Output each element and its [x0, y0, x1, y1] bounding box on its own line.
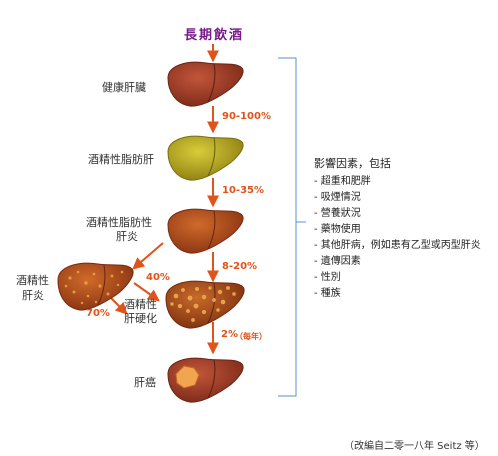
- label-fatty: 酒精性脂肪肝: [88, 153, 154, 166]
- arrow-fh-to-hepatitis: [132, 242, 164, 270]
- factor-item: - 其他肝病，例如患有乙型或丙型肝炎: [314, 240, 481, 251]
- pct-fatty-to-fh: 10-35%: [222, 185, 265, 196]
- pct-cirrhosis-to-cancer: 2%: [221, 329, 238, 340]
- factor-item: - 營養狀況: [314, 208, 361, 219]
- pct-healthy-to-fatty: 90-100%: [222, 111, 271, 122]
- cirrhosis-liver: [165, 280, 245, 329]
- cancer-liver: [167, 357, 244, 403]
- label-hepatitis-1: 酒精性: [16, 274, 49, 287]
- factors-bracket: [278, 57, 297, 397]
- label-hepatitis-2: 肝炎: [22, 289, 44, 302]
- label-cirrhosis-1: 酒精性: [124, 298, 157, 311]
- diagram-title: 長期飲酒: [184, 28, 245, 43]
- healthy-liver: [167, 61, 244, 107]
- tumor-spot: [175, 365, 200, 389]
- factor-item: - 遺傳因素: [314, 256, 361, 267]
- label-cirrhosis-2: 肝硬化: [124, 312, 157, 325]
- pct-cirrhosis-to-cancer-note: （每年）: [235, 332, 267, 341]
- label-cancer: 肝癌: [134, 376, 156, 389]
- factor-item: - 性別: [314, 272, 341, 283]
- arrow-hepatitis-to-cirrhosis-2: [133, 282, 160, 302]
- hepatitis-liver: [57, 262, 134, 311]
- pct-fh-to-cirrhosis: 8-20%: [222, 261, 258, 272]
- factor-item: - 種族: [314, 288, 341, 299]
- label-healthy: 健康肝臟: [102, 81, 146, 94]
- factors-title: 影響因素，包括: [314, 157, 391, 170]
- label-fatty-hepatitis-1: 酒精性脂肪性: [86, 216, 152, 229]
- factor-item: - 吸煙情況: [314, 192, 361, 203]
- pct-fh-to-hepatitis: 40%: [146, 272, 170, 283]
- fatty-hepatitis-liver: [167, 208, 244, 254]
- pct-hepatitis-to-cirrhosis: 70%: [86, 308, 110, 319]
- label-fatty-hepatitis-2: 肝炎: [116, 230, 138, 243]
- source-note: （改編自二零一八年 Seitz 等）: [344, 441, 485, 452]
- fatty-liver: [167, 135, 244, 181]
- factor-item: - 超重和肥胖: [314, 176, 371, 187]
- factor-item: - 藥物使用: [314, 224, 361, 235]
